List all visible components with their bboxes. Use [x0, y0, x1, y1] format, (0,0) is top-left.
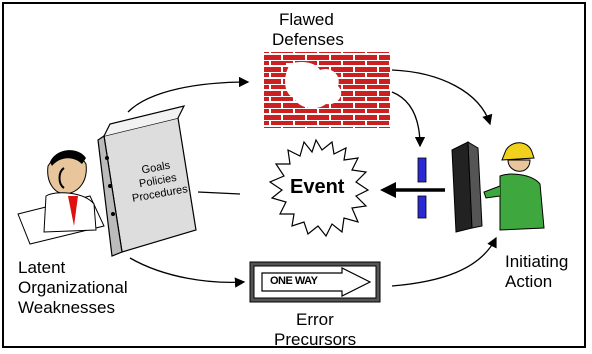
worker-at-control-panel-icon — [451, 141, 545, 233]
barrier-lower — [417, 195, 427, 219]
brick-wall-with-hole-icon — [264, 52, 390, 128]
barrier-upper — [417, 157, 427, 183]
label-defenses: Defenses — [272, 30, 344, 49]
manager-on-phone-icon — [17, 150, 105, 245]
label-latent: Latent — [18, 258, 66, 277]
diagram-frame — [2, 2, 586, 348]
starburst-event-icon — [268, 138, 370, 238]
label-error: Error — [296, 310, 334, 329]
one-way-sign-icon — [249, 261, 381, 303]
arrow-worker-to-event-head — [380, 182, 396, 198]
arrow-binder-to-event — [197, 191, 241, 195]
arrow-manager-to-sign — [129, 257, 246, 288]
arrow-manager-to-wall — [127, 76, 250, 113]
label-flawed: Flawed — [279, 10, 334, 29]
label-event: Event — [290, 176, 345, 198]
one-way-sign-text: ONE WAY — [270, 275, 318, 287]
policy-binder-icon — [97, 105, 197, 257]
label-action: Action — [505, 272, 553, 291]
label-weaknesses: Weaknesses — [18, 298, 116, 317]
arrow-wall-down-to-barrier — [391, 91, 426, 148]
arrow-sign-to-worker — [391, 236, 497, 287]
label-initiating: Initiating — [505, 252, 569, 271]
label-organizational: Organizational — [18, 278, 128, 297]
label-precursors: Precursors — [274, 330, 357, 349]
arrow-wall-to-worker — [391, 69, 493, 126]
